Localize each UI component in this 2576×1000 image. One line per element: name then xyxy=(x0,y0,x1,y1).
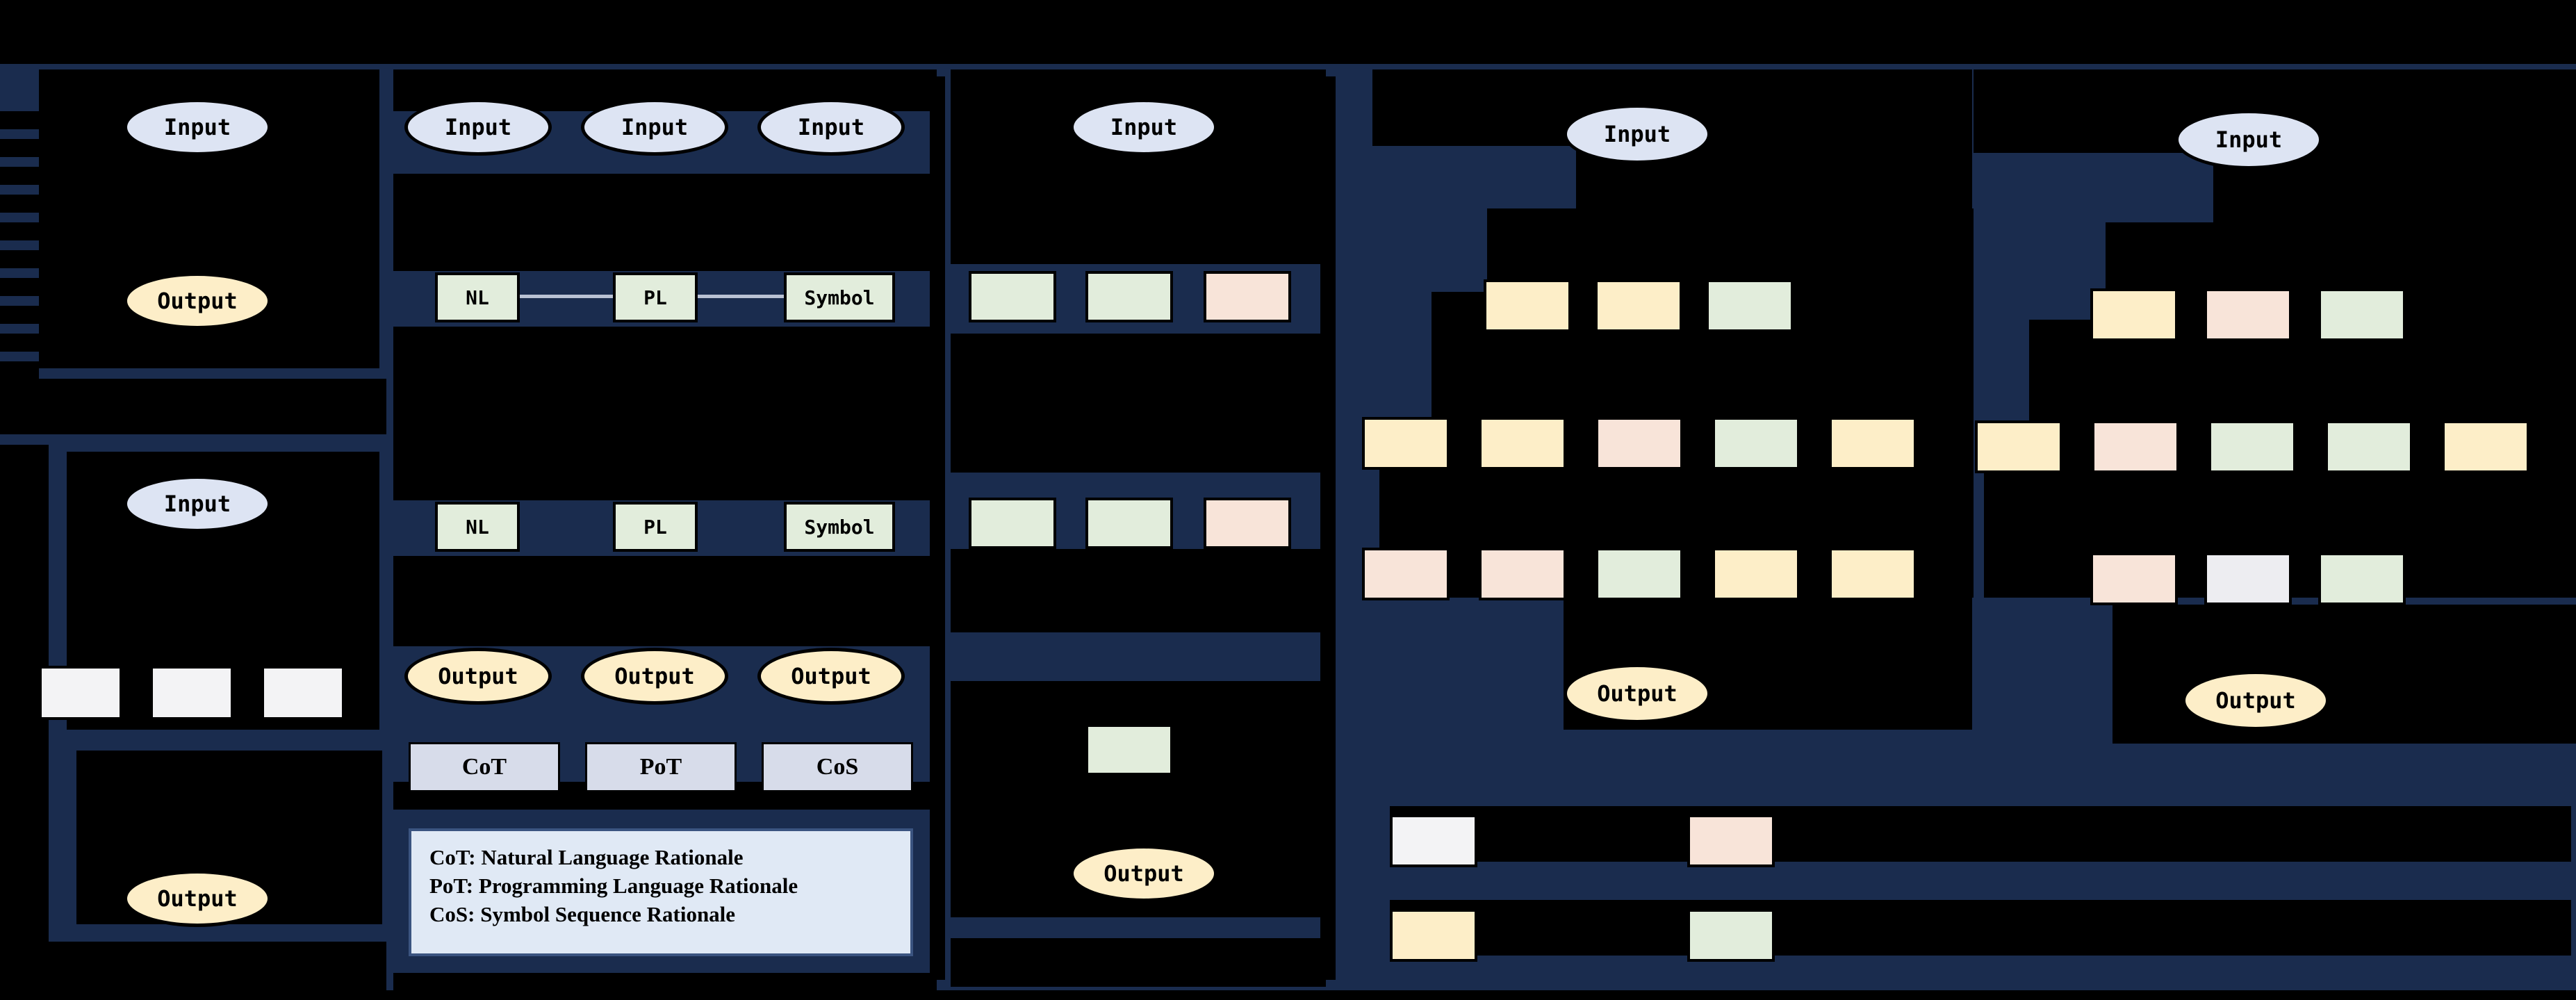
panel2-edge-pl-symbol xyxy=(698,295,784,298)
panel4-step-r2-c4 xyxy=(1712,417,1800,470)
occlusion-p4-row1 xyxy=(1390,806,2571,862)
occlusion-p2-a xyxy=(393,174,937,271)
panel2-rationale-nl-2: NL xyxy=(435,502,520,552)
panel5-step-r2-c4 xyxy=(2325,420,2413,473)
panel5-step-r1-c3 xyxy=(2318,288,2406,341)
bottom-legend-swatch-green xyxy=(1687,909,1775,962)
panel2-output-3[interactable]: Output xyxy=(757,648,905,705)
occlusion-p3-b xyxy=(951,334,1326,473)
occlusion-top-band xyxy=(0,0,2576,64)
panel4-step-r2-c5 xyxy=(1829,417,1917,470)
occlusion-p2-e xyxy=(393,973,937,992)
panel4-step-r3-c1 xyxy=(1362,548,1450,600)
panel1-input-1[interactable]: Input xyxy=(124,99,271,156)
panel2-output-2[interactable]: Output xyxy=(581,648,728,705)
occlusion-p1-stripe-5 xyxy=(0,222,39,240)
panel3-input[interactable]: Input xyxy=(1070,99,1217,156)
panel4-step-r2-c1 xyxy=(1362,417,1450,470)
panel5-step-r3-c2 xyxy=(2204,552,2292,605)
occlusion-col-p2r xyxy=(930,76,945,980)
panel4-step-r3-c4 xyxy=(1712,548,1800,600)
occlusion-p3-e xyxy=(951,938,1326,987)
panel1-output-1[interactable]: Output xyxy=(124,272,271,329)
occlusion-p4-row2 xyxy=(1390,900,2571,956)
panel3-step-r1-c1 xyxy=(969,271,1056,322)
panel4-step-r1-c2 xyxy=(1595,279,1682,332)
panel4-step-r2-c3 xyxy=(1595,417,1683,470)
panel5-step-r2-c2 xyxy=(2092,420,2179,473)
panel2-rationale-pl-2: PL xyxy=(613,502,698,552)
panel3-output[interactable]: Output xyxy=(1070,845,1217,902)
panel5-output[interactable]: Output xyxy=(2182,671,2329,730)
bottom-legend-swatch-yellow xyxy=(1390,909,1477,962)
panel2-input-1[interactable]: Input xyxy=(404,99,552,156)
panel4-step-r1-c3 xyxy=(1706,279,1794,332)
occlusion-p2-b xyxy=(393,327,937,500)
legend-line-pot: PoT: Programming Language Rationale xyxy=(429,873,798,898)
bottom-legend-swatch-white xyxy=(1390,814,1477,867)
panel2-rationale-pl-1: PL xyxy=(613,272,698,322)
bottom-legend-swatch-pink xyxy=(1687,814,1775,867)
occlusion-p1-stripe-2 xyxy=(0,139,39,157)
panel2-output-1[interactable]: Output xyxy=(404,648,552,705)
panel2-rationale-nl-1: NL xyxy=(435,272,520,322)
legend-line-cos: CoS: Symbol Sequence Rationale xyxy=(429,901,736,926)
method-button-cot[interactable]: CoT xyxy=(409,742,560,792)
method-button-cos[interactable]: CoS xyxy=(762,742,913,792)
panel5-step-r3-c3 xyxy=(2318,552,2406,605)
panel4-step-r3-c5 xyxy=(1829,548,1917,600)
panel3-step-r2-c1 xyxy=(969,498,1056,549)
panel5-step-r1-c2 xyxy=(2204,288,2292,341)
panel4-step-r3-c2 xyxy=(1479,548,1566,600)
occlusion-p5-c xyxy=(2113,605,2576,744)
occlusion-p1-stripe-4 xyxy=(0,195,39,213)
panel5-step-r2-c5 xyxy=(2442,420,2529,473)
occlusion-p3-c xyxy=(951,549,1326,632)
panel3-step-r2-c3 xyxy=(1204,498,1291,549)
panel3-step-r1-c2 xyxy=(1085,271,1173,322)
panel5-input[interactable]: Input xyxy=(2175,110,2322,170)
panel1-output-2[interactable]: Output xyxy=(124,870,271,927)
panel2-edge-nl-pl xyxy=(520,295,613,298)
panel4-step-r2-c2 xyxy=(1479,417,1566,470)
panel2-rationale-symbol-2: Symbol xyxy=(784,502,895,552)
panel2-input-3[interactable]: Input xyxy=(757,99,905,156)
occlusion-p1-stripe-7 xyxy=(0,278,39,296)
panel5-step-r2-c3 xyxy=(2208,420,2296,473)
occlusion-p1-stripe-6 xyxy=(0,250,39,268)
panel1-edge-1 xyxy=(196,150,202,275)
panel5-step-r1-c1 xyxy=(2090,288,2178,341)
panel2-input-2[interactable]: Input xyxy=(581,99,728,156)
occlusion-p1-stripe-8 xyxy=(0,306,39,324)
occlusion-p1-stripe-3 xyxy=(0,167,39,185)
panel5-step-r2-c1 xyxy=(1975,420,2062,473)
panel3-step-r3-c1 xyxy=(1085,724,1173,776)
panel4-output[interactable]: Output xyxy=(1564,664,1711,723)
panel4-input[interactable]: Input xyxy=(1564,104,1711,164)
panel2-rationale-symbol-1: Symbol xyxy=(784,272,895,322)
legend-line-cot: CoT: Natural Language Rationale xyxy=(429,845,744,869)
panel3-step-r1-c3 xyxy=(1204,271,1291,322)
occlusion-p2-c xyxy=(393,556,937,646)
panel1-step-3 xyxy=(261,666,345,720)
occlusion-col-p3r xyxy=(1320,76,1336,980)
occlusion-p1-f xyxy=(0,942,386,990)
panel3-step-r2-c2 xyxy=(1085,498,1173,549)
panel1-input-2[interactable]: Input xyxy=(124,475,271,532)
panel1-step-1 xyxy=(39,666,122,720)
occlusion-p1-stripe-9 xyxy=(0,334,39,352)
panel5-step-r3-c1 xyxy=(2090,552,2178,605)
legend-box: CoT: Natural Language Rationale PoT: Pro… xyxy=(409,828,913,956)
panel1-step-2 xyxy=(150,666,233,720)
method-button-pot[interactable]: PoT xyxy=(585,742,737,792)
occlusion-p1-stripe-10 xyxy=(0,361,39,379)
occlusion-p1-stripe-1 xyxy=(0,111,39,129)
panel4-step-r1-c1 xyxy=(1484,279,1571,332)
occlusion-p1-b xyxy=(0,379,386,434)
occlusion-bottom-band xyxy=(0,990,2576,1000)
panel4-step-r3-c3 xyxy=(1595,548,1683,600)
